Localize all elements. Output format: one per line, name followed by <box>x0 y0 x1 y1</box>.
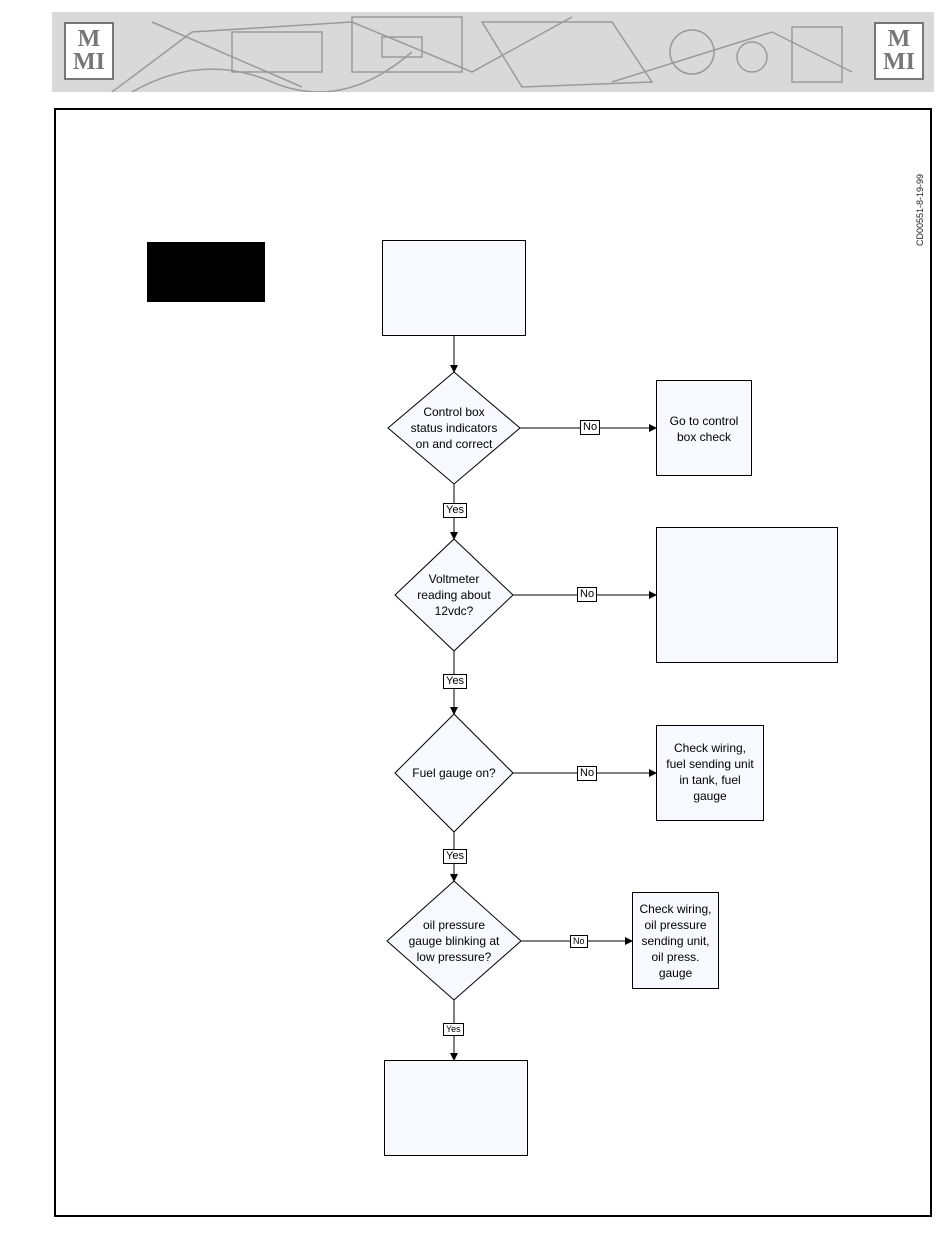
no-label-1: No <box>580 420 601 435</box>
yes-label-4: Yes <box>443 1023 464 1036</box>
decision-1-text: Control box status indicators on and cor… <box>410 405 498 451</box>
yes-label-2: Yes <box>443 674 467 689</box>
no-label-4: No <box>570 935 588 948</box>
action-box-voltmeter <box>656 527 838 663</box>
no-label-2: No <box>577 587 598 602</box>
decision-diamond-2 <box>394 538 514 652</box>
no-label-3: No <box>577 766 598 781</box>
mmi-logo-left: M MI <box>64 22 114 80</box>
decision-2-text: Voltmeter reading about 12vdc? <box>417 572 491 618</box>
mmi-logo-right: M MI <box>874 22 924 80</box>
page-frame <box>54 108 932 1217</box>
logo-left-top: M <box>77 26 101 52</box>
redacted-title-block <box>147 242 265 302</box>
decision-4-text: oil pressure gauge blinking at low press… <box>408 918 500 964</box>
yes-label-1: Yes <box>443 503 467 518</box>
header-banner: M MI M MI <box>52 12 934 92</box>
decision-3-text: Fuel gauge on? <box>412 766 496 780</box>
decision-diamond-1 <box>387 371 521 485</box>
yes-label-3: Yes <box>443 849 467 864</box>
decision-diamond-3 <box>394 713 514 833</box>
start-box <box>382 240 526 336</box>
logo-right-bottom: MI <box>883 49 915 75</box>
action-box-oil-pressure: Check wiring, oil pressure sending unit,… <box>632 892 719 989</box>
banner-illustration <box>111 16 853 92</box>
action-box-fuel-gauge: Check wiring, fuel sending unit in tank,… <box>656 725 764 821</box>
logo-right-top: M <box>887 26 911 52</box>
decision-diamond-4 <box>386 880 522 1001</box>
end-box <box>384 1060 528 1156</box>
action-box-control-box-check: Go to control box check <box>656 380 752 476</box>
logo-left-bottom: MI <box>73 49 105 75</box>
